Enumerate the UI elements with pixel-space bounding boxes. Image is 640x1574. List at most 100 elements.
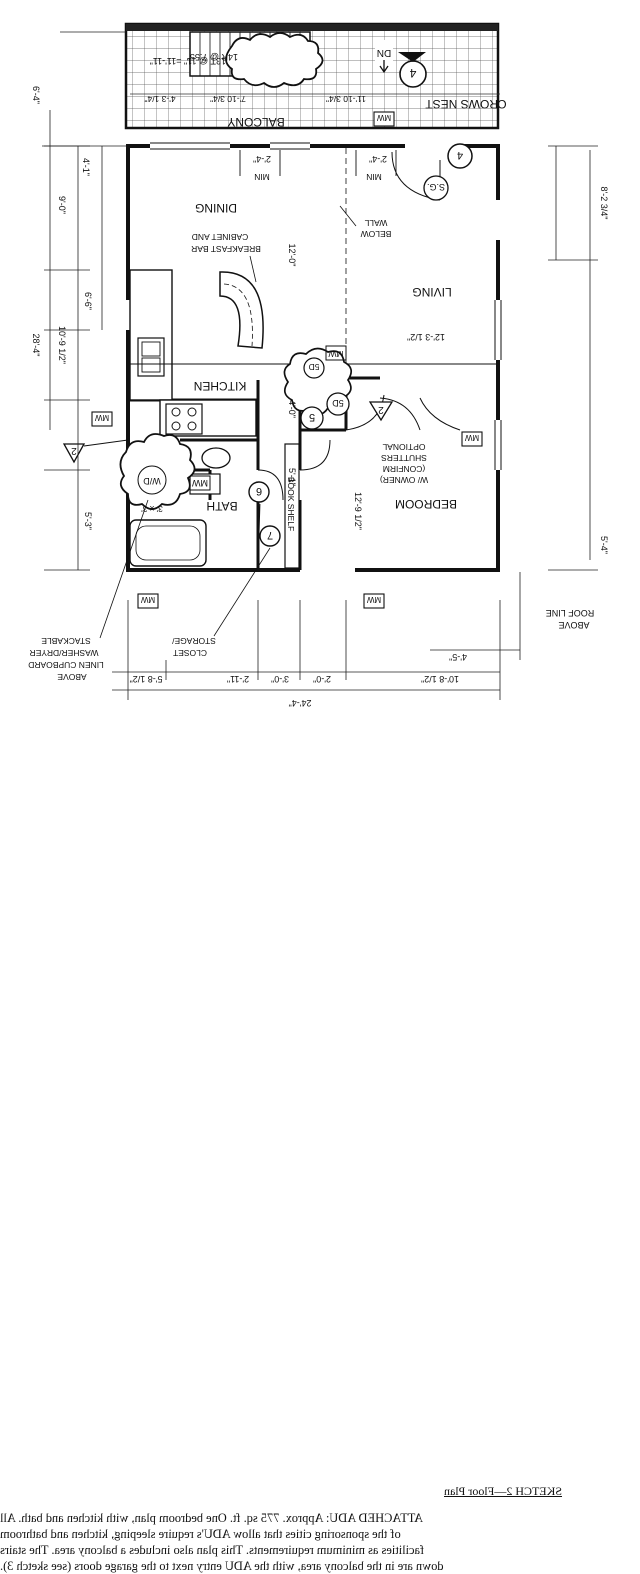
optional-1: OPTIONAL bbox=[382, 442, 425, 452]
storage-2: CLOSET bbox=[173, 648, 207, 658]
bedroom-label: BEDROOM bbox=[395, 497, 457, 511]
sg-label: S.G. bbox=[427, 182, 445, 192]
dim-top-c: 11'-10 3/4" bbox=[326, 94, 366, 104]
tag-2b-label: 2 bbox=[378, 404, 384, 415]
caption-block: SKETCH 2—Floor Plan ATTACHED ADU: Approx… bbox=[0, 740, 640, 1573]
dim-mid-c: 4'-0" bbox=[287, 400, 297, 418]
stairs-down-arrow: DN bbox=[375, 40, 393, 74]
mw-tag-3: MW bbox=[140, 595, 155, 604]
min-label-1: MIN bbox=[254, 172, 270, 182]
mw-tag-5: MW bbox=[376, 113, 391, 122]
stack-4: ABOVE bbox=[57, 672, 87, 682]
dim-left-d: 6'-6" bbox=[83, 292, 93, 310]
dim-left-a: 6'-4" bbox=[31, 86, 41, 104]
window-tags: MW MW MW MW MW bbox=[91, 111, 483, 609]
cabinet-note-2: BREAKFAST BAR bbox=[191, 244, 261, 254]
tag-4: 4 bbox=[447, 143, 473, 169]
bath-label: BATH bbox=[206, 499, 237, 513]
crows-nest-label: CROWS NEST bbox=[425, 97, 507, 111]
dim-win-a: 2'-4" bbox=[253, 154, 271, 164]
caption-body: ATTACHED ADU: Approx. 775 sq. ft. One be… bbox=[0, 1510, 632, 1574]
stackable-note: STACKABLE WASHER/DRYER LINEN CUPBOARD AB… bbox=[28, 499, 149, 682]
washer-dryer-cloud: W/D 3' x 3' bbox=[119, 433, 196, 514]
dim-bot-f: 24'-4" bbox=[289, 698, 312, 708]
tag-2-right: 2 bbox=[368, 401, 394, 422]
dim-right-a: 8'-2 3/4" bbox=[599, 187, 609, 220]
roof-line-1: ROOF LINE bbox=[546, 608, 595, 618]
dim-win-b: 2'-4" bbox=[369, 154, 387, 164]
caption-line-3: facilities as minimum requirements. This… bbox=[0, 1543, 425, 1557]
wall-below-2: BELOW bbox=[361, 229, 392, 239]
dim-right-b: 5'-4" bbox=[599, 536, 609, 554]
tag-5g-label: 5D bbox=[309, 362, 320, 372]
mw-tag-1: MW bbox=[94, 413, 109, 422]
dim-bot-b: 2'-0" bbox=[313, 674, 331, 684]
optional-3: (CONFIRM bbox=[383, 464, 426, 474]
shelf-label: BOOK SHELF bbox=[286, 477, 296, 531]
living-label: LIVING bbox=[412, 285, 451, 299]
bath-area: BATH MW W/D 3' x 3' 2 bbox=[62, 433, 238, 567]
roof-line-2: ABOVE bbox=[558, 620, 589, 630]
kitchen-label: KITCHEN bbox=[194, 379, 247, 393]
dim-right-c: 4'-5" bbox=[449, 652, 467, 662]
tag-5g: S.G. bbox=[423, 175, 449, 201]
dim-bot-e: 5'-8 1/2" bbox=[130, 674, 163, 684]
dim-top-b: 7'-10 3/4" bbox=[210, 94, 246, 104]
dim-left-f: 28'-4" bbox=[31, 334, 41, 357]
down-label: DN bbox=[377, 47, 391, 58]
storage-1: STORAGE/ bbox=[171, 636, 215, 646]
exterior-walls bbox=[126, 144, 500, 572]
mw-tag-living: MW bbox=[328, 349, 343, 359]
stairs-note-1: 14R @ 7.55" bbox=[187, 52, 238, 62]
dim-left-g: 5'-3" bbox=[83, 512, 93, 530]
mw-tag-2: MW bbox=[464, 433, 479, 442]
tag-4-label: 4 bbox=[457, 149, 463, 161]
balcony-area: 14R @ 7.55" 13T @ 11" =11'-11" DN 4 CROW… bbox=[124, 22, 507, 130]
wall-openings bbox=[125, 143, 501, 573]
stack-2: WASHER/DRYER bbox=[30, 648, 99, 658]
caption-line-1: ATTACHED ADU: Approx. 775 sq. ft. One be… bbox=[0, 1511, 423, 1525]
dim-mid-a: 12'-0" bbox=[287, 244, 297, 267]
storage-note: STORAGE/ CLOSET bbox=[171, 547, 271, 658]
tag-4b-label: 4 bbox=[409, 66, 416, 80]
dim-bot-c: 3'-0" bbox=[271, 674, 289, 684]
dim-left-c: 9'-0" bbox=[57, 196, 67, 214]
min-clearance-marks: 2'-4" 2'-4" MIN MIN bbox=[239, 150, 397, 182]
dim-top-a: 4'-3 1/4" bbox=[144, 94, 175, 104]
dim-left-e: 10'-9 1/2" bbox=[57, 326, 67, 364]
optional-4: W/ OWNER) bbox=[380, 475, 428, 485]
dim-bot-a: 10'-8 1/2" bbox=[421, 674, 459, 684]
stairs-note-cloud: 14R @ 7.55" 13T @ 11" =11'-11" bbox=[150, 32, 324, 88]
door-cloud-5d: 5 5D 5D MW bbox=[283, 345, 353, 430]
tag-5d-label: 5D bbox=[332, 398, 344, 408]
dim-left-b: 4'-1" bbox=[81, 158, 91, 176]
wd-label: W/D bbox=[143, 476, 161, 486]
tag-6-label: 6 bbox=[256, 485, 262, 497]
stairs-note-2: 13T @ 11" =11'-11" bbox=[150, 56, 226, 66]
caption-line-4: down are in the balcony area, with the A… bbox=[0, 1559, 444, 1573]
floor-plan-drawing: 14R @ 7.55" 13T @ 11" =11'-11" DN 4 CROW… bbox=[28, 22, 609, 708]
tag-2-left: 2 bbox=[62, 439, 129, 464]
tag-2a-label: 2 bbox=[71, 445, 77, 456]
cabinet-note-1: CABINET AND bbox=[192, 232, 249, 242]
mw-tag-4: MW bbox=[366, 595, 381, 604]
closet-area: BOOK SHELF 6 7 bbox=[248, 443, 300, 569]
optional-2: SHUTTERS bbox=[381, 453, 427, 463]
tag-6: 6 bbox=[248, 481, 270, 503]
stack-3: LINEN CUPBOARD bbox=[28, 660, 104, 670]
caption-title: SKETCH 2—Floor Plan bbox=[444, 1484, 563, 1498]
min-label-2: MIN bbox=[366, 172, 382, 182]
optional-shutters-note: OPTIONAL SHUTTERS (CONFIRM W/ OWNER) bbox=[380, 442, 428, 485]
dimension-labels: 6'-4" 4'-1" 9'-0" 6'-6" 10'-9 1/2" 28'-4… bbox=[31, 86, 609, 708]
dimension-lines bbox=[42, 31, 598, 700]
dim-mid-b: 12'-3 1/2" bbox=[407, 332, 445, 342]
caption-line-2: of the sponsoring cities that allow ADU'… bbox=[0, 1527, 401, 1541]
balcony-label: BALCONY bbox=[227, 115, 284, 129]
tag-north-arrow: 4 bbox=[398, 52, 427, 88]
tag-7-label: 7 bbox=[267, 529, 273, 541]
stack-1: STACKABLE bbox=[41, 636, 91, 646]
tag-5-label: 5 bbox=[309, 411, 315, 423]
tag-7: 7 bbox=[259, 525, 281, 547]
wall-below-1: WALL bbox=[364, 218, 387, 228]
kitchen-area: KITCHEN CABINET AND BREAKFAST BAR bbox=[129, 232, 264, 437]
